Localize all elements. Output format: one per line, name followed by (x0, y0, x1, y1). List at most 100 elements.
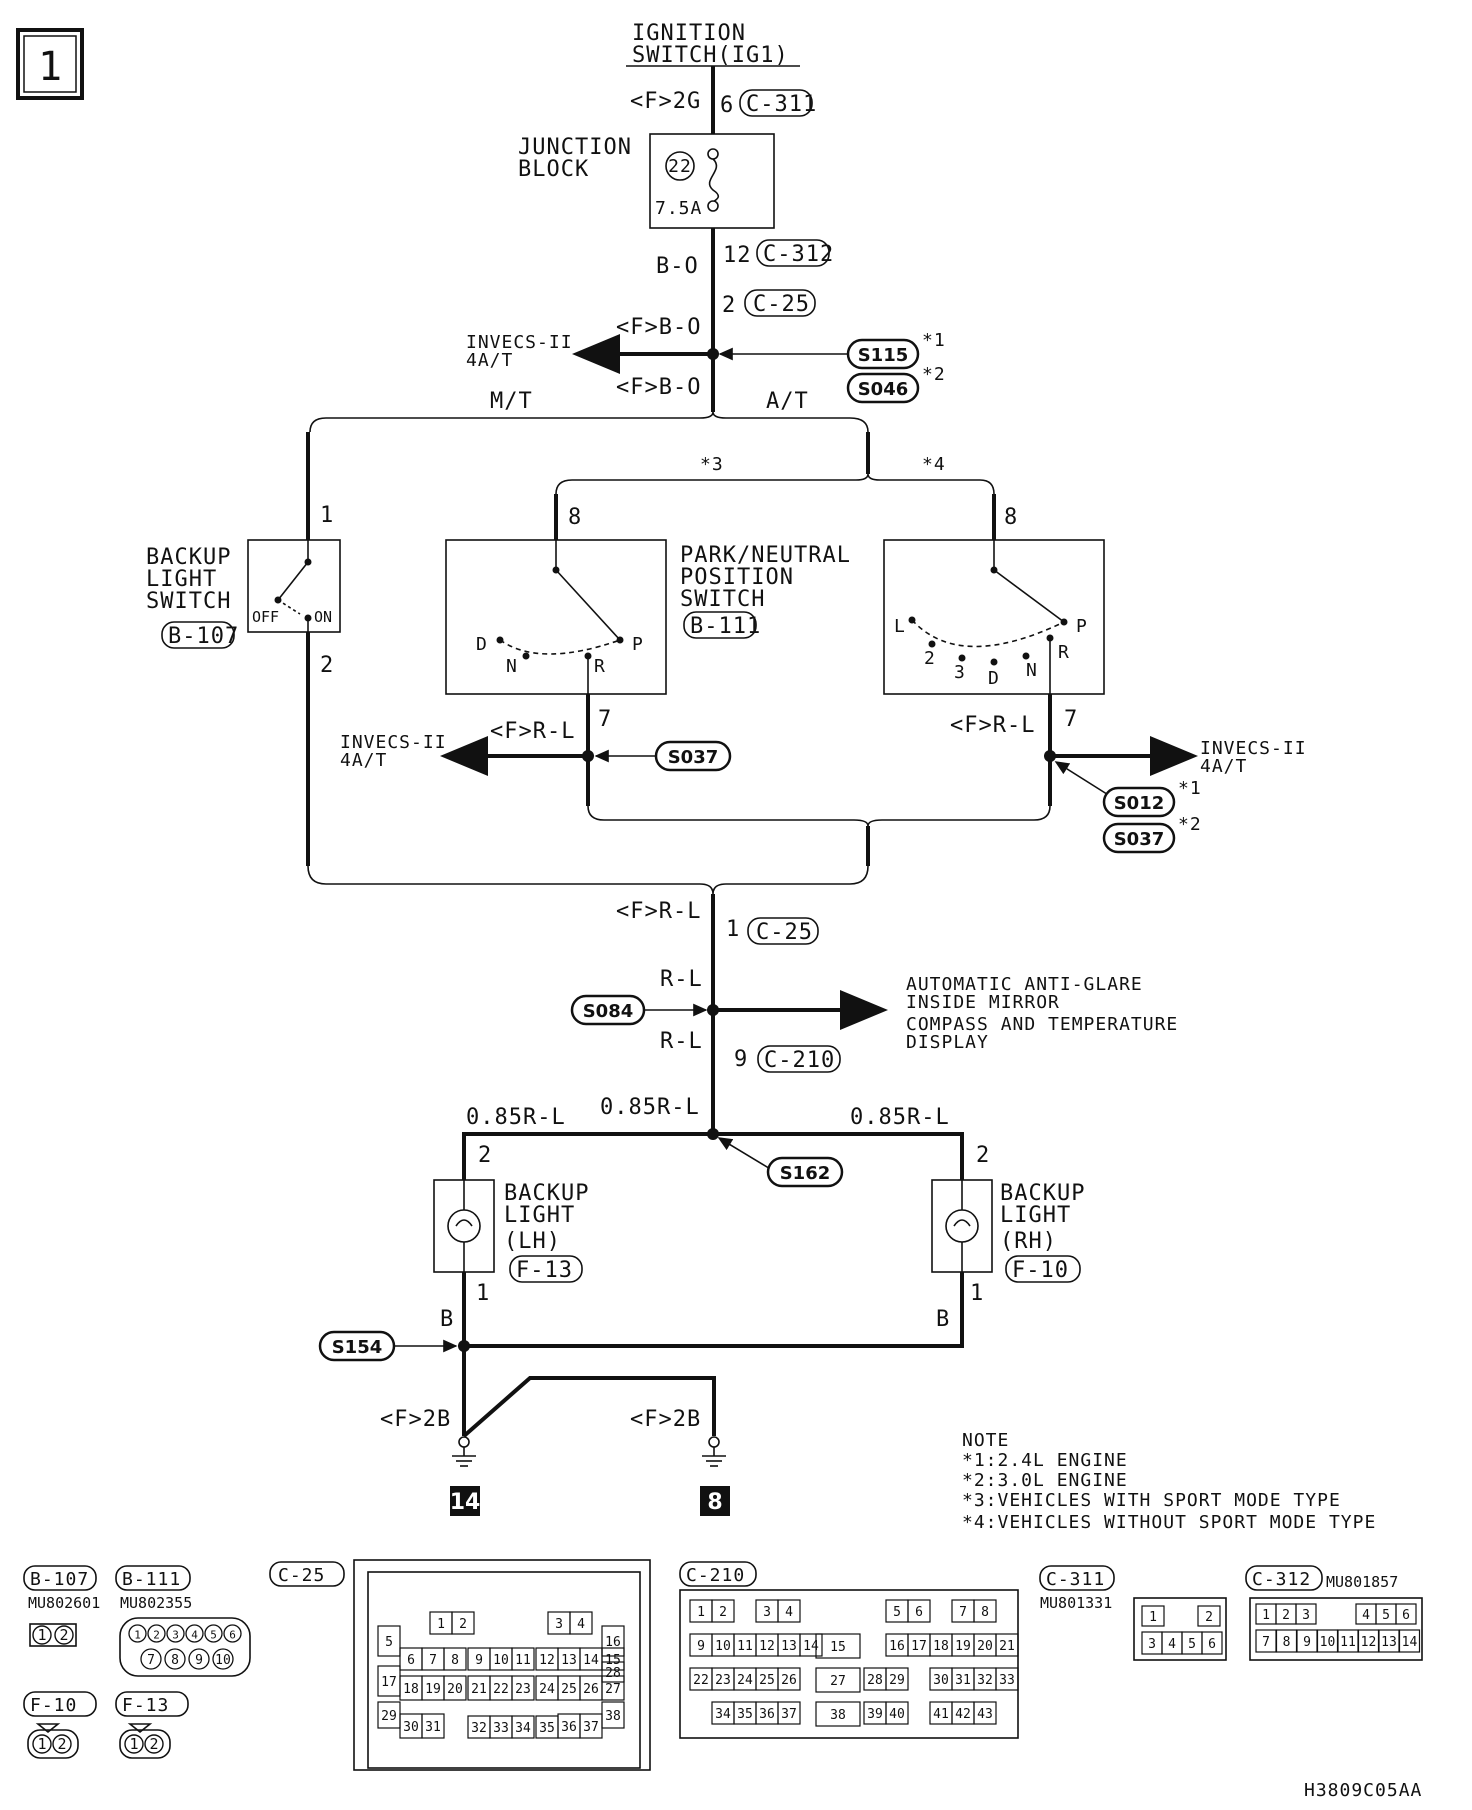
pin-c25-28: 28 (601, 1661, 625, 1683)
pin-c311-5: 5 (1181, 1631, 1203, 1655)
svg-text:11: 11 (737, 1639, 753, 1654)
svg-text:23: 23 (515, 1682, 531, 1697)
svg-text:9: 9 (195, 1653, 203, 1668)
star-2-a: *2 (922, 364, 946, 385)
pin-b111-9: 9 (188, 1648, 210, 1670)
pin-c210-33: 33 (995, 1667, 1019, 1691)
junction-block: 22 7.5A JUNCTION BLOCK (518, 133, 775, 229)
svg-text:18: 18 (933, 1639, 949, 1654)
bls-off-label: OFF (252, 608, 279, 626)
pin-c210-41: 41 (929, 1701, 953, 1725)
invecs-label-c-2: 4A/T (1200, 756, 1247, 777)
rh-wire-b: B (936, 1307, 950, 1332)
connector-tag-c25-top: C-25 (744, 289, 816, 317)
pin-c210-38: 38 (815, 1701, 861, 1727)
pin-c312-6: 6 (1395, 1603, 1417, 1625)
invecs-label-b: INVECS-II (340, 732, 447, 753)
pin-c25-9: 9 (467, 1647, 491, 1671)
svg-text:C-210: C-210 (764, 1048, 835, 1073)
svg-text:C-311: C-311 (746, 92, 817, 117)
rh-label-3: (RH) (1000, 1229, 1057, 1254)
svg-text:34: 34 (515, 1721, 531, 1736)
svg-text:29: 29 (381, 1709, 397, 1724)
pin-b111-10: 10 (212, 1648, 234, 1670)
splice-s162: S162 (766, 1156, 844, 1188)
svg-text:15: 15 (605, 1653, 621, 1668)
svg-text:14: 14 (1402, 1635, 1418, 1650)
pin-c210-6: 6 (907, 1599, 931, 1623)
lh-label-1: BACKUP (504, 1181, 589, 1206)
pin-c210-5: 5 (885, 1599, 909, 1623)
pin-c25-31: 31 (421, 1713, 445, 1739)
svg-text:8: 8 (451, 1653, 459, 1668)
svg-text:24: 24 (539, 1682, 555, 1697)
svg-text:43: 43 (977, 1707, 993, 1722)
svg-text:13: 13 (561, 1653, 577, 1668)
pin-b111-2: 2 (147, 1624, 166, 1643)
connector-tag-b107: B-107 (161, 621, 238, 649)
svg-text:29: 29 (889, 1673, 905, 1688)
rh-pin-1: 1 (970, 1281, 984, 1306)
pin-c210-26: 26 (777, 1667, 801, 1691)
pin-c210-8: 8 (973, 1599, 997, 1623)
svg-text:6: 6 (229, 1629, 236, 1642)
svg-text:C-311: C-311 (1046, 1569, 1105, 1590)
pin-b111-6: 6 (223, 1624, 242, 1643)
svg-text:13: 13 (1381, 1635, 1397, 1650)
pns-b-pos-3: 3 (954, 662, 966, 683)
svg-text:3: 3 (763, 1605, 771, 1620)
svg-text:30: 30 (403, 1720, 419, 1735)
connector-tag-f13: F-13 (509, 1255, 583, 1283)
pin-c312-2: 2 (1275, 1603, 1297, 1625)
pin-c312-4: 4 (1355, 1603, 1377, 1625)
connector-face-c210: C-210 (679, 1561, 1019, 1739)
svg-text:S115: S115 (858, 345, 909, 366)
trunk-pin-1: 1 (726, 917, 740, 942)
auto-mirror-label: AUTOMATIC ANTI-GLARE (906, 974, 1143, 995)
lh-pin-1: 1 (476, 1281, 490, 1306)
pin-c210-25: 25 (755, 1667, 779, 1691)
pin-c311-2: 2 (1197, 1605, 1221, 1627)
park-neutral-switch-a: D N R P (445, 539, 667, 695)
svg-text:1: 1 (37, 1735, 46, 1753)
pin-c210-1: 1 (689, 1599, 713, 1623)
svg-text:8: 8 (1283, 1635, 1291, 1650)
svg-text:31: 31 (955, 1673, 971, 1688)
pin-c25-30: 30 (399, 1713, 423, 1739)
svg-text:10: 10 (1320, 1635, 1336, 1650)
svg-text:21: 21 (999, 1639, 1015, 1654)
pin-c25-10: 10 (489, 1647, 513, 1671)
ignition-switch-label: IGNITION (632, 21, 746, 46)
pin-c25-22: 22 (489, 1675, 513, 1701)
pin-c210-4: 4 (777, 1599, 801, 1623)
pin-c312-3: 3 (1295, 1603, 1317, 1625)
svg-text:4: 4 (1362, 1608, 1370, 1623)
invecs-label-b-2: 4A/T (340, 750, 387, 771)
svg-text:39: 39 (867, 1707, 883, 1722)
svg-text:2: 2 (1205, 1610, 1213, 1625)
invecs-label-c: INVECS-II (1200, 738, 1307, 759)
pin-c210-16: 16 (885, 1633, 909, 1657)
pns-b-pos-l: L (894, 616, 906, 637)
note-2: *2:3.0L ENGINE (962, 1470, 1128, 1491)
wire-label-085-left: 0.85R-L (466, 1105, 566, 1130)
svg-text:4: 4 (785, 1605, 793, 1620)
rh-label-2: LIGHT (1000, 1203, 1071, 1228)
svg-text:12: 12 (759, 1639, 775, 1654)
pin-c312-10: 10 (1316, 1629, 1339, 1653)
svg-text:24: 24 (737, 1673, 753, 1688)
svg-text:S046: S046 (858, 379, 909, 400)
splice-s037-b: S037 (1102, 822, 1176, 854)
svg-text:16: 16 (605, 1635, 621, 1650)
pns-b-pos-n: N (1026, 660, 1038, 681)
pin-c25-29: 29 (377, 1701, 401, 1729)
svg-text:MU801331: MU801331 (1040, 1594, 1112, 1612)
pin-c25-25: 25 (557, 1675, 581, 1701)
lh-wire-b: B (440, 1307, 454, 1332)
pin-c25-20: 20 (443, 1675, 467, 1701)
park-neutral-switch-b: L 2 3 D N R P (883, 539, 1105, 695)
wire-label-085-right: 0.85R-L (850, 1105, 950, 1130)
svg-text:22: 22 (493, 1682, 509, 1697)
pin-c25-4: 4 (569, 1611, 593, 1635)
